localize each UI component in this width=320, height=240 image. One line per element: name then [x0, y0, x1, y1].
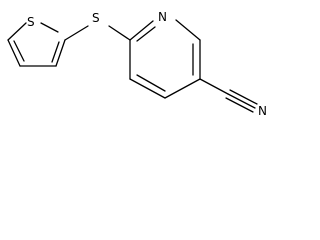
bond-pyridine-c2-n1-double [136, 26, 156, 42]
bond-nitrile-triple-b [229, 89, 258, 105]
thiophene-sulfur-label: S [27, 15, 35, 29]
bond-thiophene-c4-c5 [7, 39, 21, 67]
bond-thiophene-s-c2 [40, 22, 59, 33]
thiophene-ring [7, 22, 66, 67]
structure-canvas: S S N N [0, 0, 283, 116]
bond-nitrile-triple-c [225, 97, 254, 113]
bond-pyridine-c2-n1 [129, 20, 154, 41]
bond-nitrile-triple-a [227, 93, 256, 109]
bond-thiophene-c5-s [7, 22, 27, 41]
pyridine-nitrogen-label: N [158, 10, 167, 24]
bond-thiophene-c4-c5-double [13, 40, 25, 62]
bond-pyridine-n1-c6 [175, 19, 201, 41]
nitrile-nitrogen-label: N [258, 104, 267, 116]
nitrile-group [199, 78, 258, 113]
bond-pyridine-c4-c3-double [136, 74, 166, 92]
bond-thioether-s-pyridine [108, 25, 131, 41]
thioether-sulfur-label: S [92, 11, 100, 25]
bond-pyridine-c5-c4 [164, 78, 201, 99]
bond-pyridine-c4-c3 [129, 78, 166, 99]
molecule-diagram: S S N N [7, 10, 267, 116]
pyridine-ring [129, 19, 201, 99]
thioether-link [64, 25, 131, 41]
bond-thiophene-c2-c3-double [51, 41, 60, 63]
bond-c5-nitrile-c [199, 78, 229, 95]
bond-thiophene-c2-c3 [55, 39, 66, 67]
bond-c2-thioether-s [64, 25, 89, 41]
